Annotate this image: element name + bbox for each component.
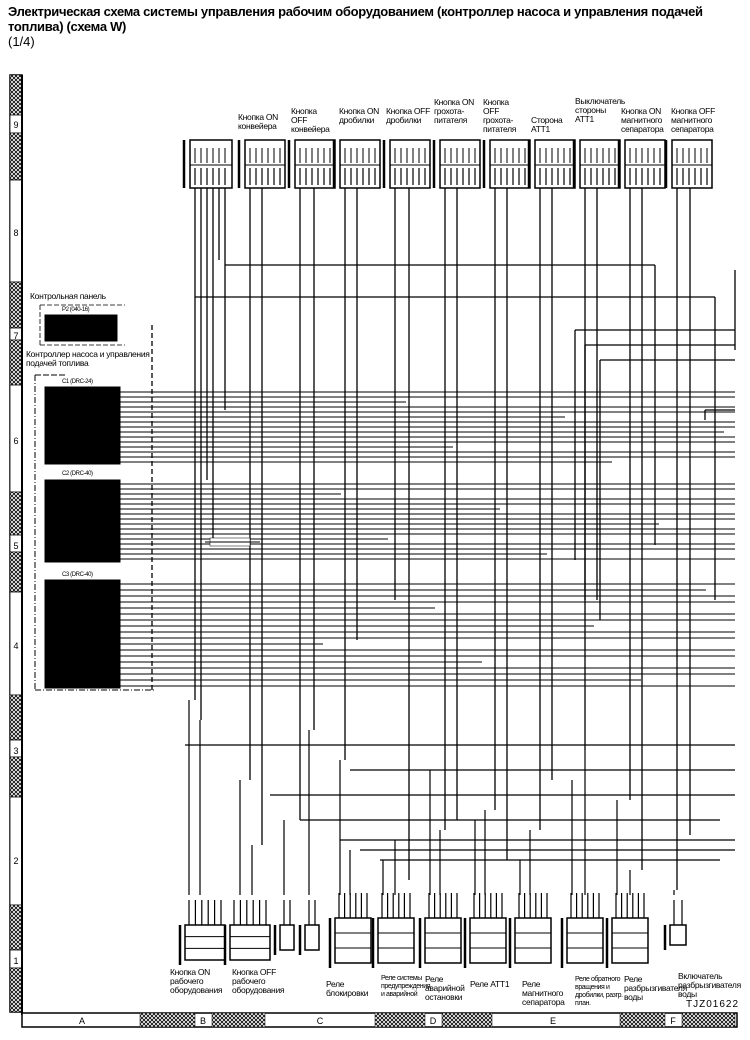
ruler-hatch	[9, 339, 23, 386]
bottom-label-work-off: Кнопка OFF рабочего оборудования	[232, 967, 285, 995]
c2-connector-block	[44, 479, 121, 563]
column-label-E: E	[550, 1016, 556, 1026]
switch-connector-1	[244, 139, 286, 189]
bottom-connector-2	[279, 924, 295, 951]
bottom-connector-1	[229, 924, 271, 961]
switch-connector-6	[489, 139, 531, 189]
row-label-1: 1	[13, 956, 18, 966]
bottom-connector-5	[377, 917, 415, 964]
switch-connector-3	[339, 139, 381, 189]
bottom-label-emergency-relay: Реле аварийной остановки	[425, 974, 465, 1002]
bottom-label-att1-relay: Реле ATT1	[470, 979, 510, 989]
top-label-crusher-off: Кнопка OFF дробилки	[386, 106, 430, 125]
bottom-label-sprinkler-switch: Включатель разбрызгивателя воды	[678, 971, 741, 999]
column-label-F: F	[670, 1016, 676, 1026]
bottom-connector-6	[424, 917, 462, 964]
switch-connector-10	[671, 139, 713, 189]
controller-label: Контроллер насоса и управления подачей т…	[26, 349, 150, 368]
bottom-label-reverse-relay: Реле обратного вращения и дробилки, разг…	[575, 976, 623, 1007]
ruler-cell	[9, 796, 23, 906]
top-label-att1-side: Сторона ATT1	[531, 115, 563, 134]
top-label-conveyor-on: Кнопка ON конвейера	[238, 112, 279, 131]
c2-connector-label: C2 (DRC-40)	[62, 471, 93, 477]
row-label-9: 9	[13, 120, 18, 130]
row-label-4: 4	[13, 641, 18, 651]
switch-connector-2	[294, 139, 336, 189]
ruler-hatch	[9, 967, 23, 1013]
column-label-C: C	[317, 1016, 324, 1026]
bottom-connector-11	[669, 924, 687, 946]
column-label-B: B	[200, 1016, 206, 1026]
column-hatch	[441, 1012, 493, 1028]
bottom-connector-4	[334, 917, 372, 964]
bottom-label-magsep-relay: Реле магнитного сепаратора	[522, 979, 565, 1007]
top-label-feeder-off: Кнопка OFF грохота-питателя	[483, 97, 517, 134]
top-label-magsep-off: Кнопка OFF магнитного сепаратора	[671, 106, 715, 134]
bottom-label-lock-relay: Реле блокировки	[326, 979, 369, 998]
bottom-label-warning-relay: Реле системы предупреждения и аварийной	[381, 975, 431, 998]
diagram-title: Электрическая схема системы управления р…	[8, 4, 703, 34]
switch-connector-9	[624, 139, 666, 189]
column-label-A: A	[79, 1016, 85, 1026]
column-hatch	[681, 1012, 736, 1028]
row-label-2: 2	[13, 856, 18, 866]
row-label-5: 5	[13, 541, 18, 551]
ruler-hatch	[9, 756, 23, 798]
bottom-connector-8	[514, 917, 552, 964]
top-label-crusher-on: Кнопка ON дробилки	[339, 106, 380, 125]
row-label-8: 8	[13, 228, 18, 238]
ruler-hatch	[9, 904, 23, 951]
row-label-6: 6	[13, 436, 18, 446]
top-label-att1-switch: Выключатель стороны ATT1	[575, 96, 626, 124]
column-hatch	[211, 1012, 266, 1028]
ruler-hatch	[9, 551, 23, 593]
drawing-code: TJZ01622	[686, 999, 740, 1010]
switch-connector-7	[534, 139, 576, 189]
bottom-connector-10	[611, 917, 649, 964]
switch-connector-8	[579, 139, 621, 189]
ruler-hatch	[9, 281, 23, 329]
ruler-hatch	[9, 491, 23, 536]
row-label-7: 7	[13, 331, 18, 341]
top-label-conveyor-off: Кнопка OFF конвейера	[291, 106, 330, 134]
column-label-D: D	[430, 1016, 437, 1026]
top-label-feeder-on: Кнопка ON грохота-питателя	[434, 97, 475, 125]
ruler-hatch	[9, 694, 23, 741]
page-number: (1/4)	[8, 34, 35, 49]
switch-connector-4	[389, 139, 431, 189]
bottom-connector-3	[304, 924, 320, 951]
main-top-connector	[189, 139, 233, 189]
column-hatch	[374, 1012, 426, 1028]
ruler-hatch	[9, 132, 23, 181]
bottom-label-sprinkler-relay: Реле разбрызгивателя воды	[624, 974, 687, 1002]
p2-connector-block	[44, 314, 118, 342]
c1-connector-label: C1 (DRC-24)	[62, 379, 93, 385]
bottom-label-work-on: Кнопка ON рабочего оборудования	[170, 967, 223, 995]
control-panel-label: Контрольная панель	[30, 291, 106, 301]
p2-connector-label: P2 (040-16)	[62, 307, 90, 313]
switch-connector-5	[439, 139, 481, 189]
top-label-magsep-on: Кнопка ON магнитного сепаратора	[621, 106, 664, 134]
column-hatch	[139, 1012, 196, 1028]
bottom-connector-0	[184, 924, 226, 961]
c3-connector-label: C3 (DRC-40)	[62, 572, 93, 578]
column-hatch	[619, 1012, 666, 1028]
row-label-3: 3	[13, 746, 18, 756]
bottom-connector-9	[566, 917, 604, 964]
bottom-connector-7	[469, 917, 507, 964]
